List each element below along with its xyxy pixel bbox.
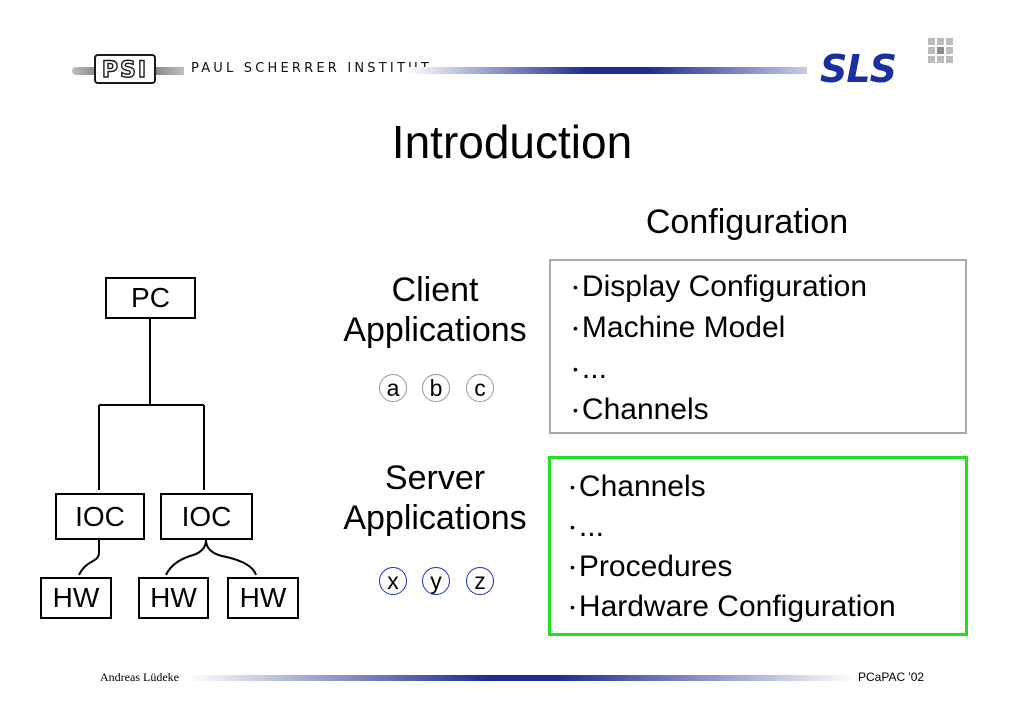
client-instance-b: b [422,374,450,402]
slide-title: Introduction [391,116,633,168]
client-applications-label: Client Applications [328,270,542,350]
svg-text:PSI: PSI [102,58,148,83]
server-instance-y: y [422,567,450,595]
server-config-panel [548,456,968,636]
ioc-box-right: IOC [160,493,253,540]
client-config-item: •Channels [573,393,709,426]
bullet-icon: • [570,559,575,575]
header-rule [407,67,807,74]
client-config-item: •Display Configuration [573,270,868,303]
bullet-icon: • [573,402,578,418]
sls-logo: SLS [820,38,953,86]
svg-text:SLS: SLS [820,47,896,86]
client-instance-a: a [379,374,407,402]
header-bar-left [72,67,96,75]
server-instance-z: z [466,567,494,595]
client-label-line2: Applications [343,311,527,349]
hw-box-1: HW [40,577,112,619]
hw-box-2: HW [138,577,209,619]
configuration-heading: Configuration [645,203,849,241]
client-config-item: •Machine Model [573,311,786,344]
server-applications-label: Server Applications [328,458,542,538]
bullet-icon: • [573,279,578,295]
ioc-box-left: IOC [55,493,145,540]
institute-name: PAUL SCHERRER INSTITUT [191,61,432,76]
server-config-item: •Channels [570,470,706,503]
footer-author: Andreas Lüdeke [100,670,179,684]
client-instance-c: c [466,374,494,402]
server-config-item: •Procedures [570,550,733,583]
footer-rule [187,675,857,681]
bullet-icon: • [570,599,575,615]
server-config-item: •Hardware Configuration [570,590,896,623]
server-instance-x: x [379,567,407,595]
bullet-icon: • [570,519,575,535]
bullet-icon: • [573,361,578,377]
hw-box-3: HW [227,577,299,619]
client-config-panel [549,259,967,434]
client-config-item: •... [573,352,607,385]
bullet-icon: • [570,479,575,495]
server-label-line2: Applications [343,499,527,537]
bullet-icon: • [573,320,578,336]
client-label-line1: Client [391,271,479,309]
psi-logo: PSI [94,54,156,84]
header-bar-mid [156,67,184,75]
sls-grid-icon [928,38,953,63]
footer-event: PCaPAC '02 [858,670,925,684]
server-label-line1: Server [384,459,486,497]
pc-box: PC [105,277,196,319]
server-config-item: •... [570,510,604,543]
